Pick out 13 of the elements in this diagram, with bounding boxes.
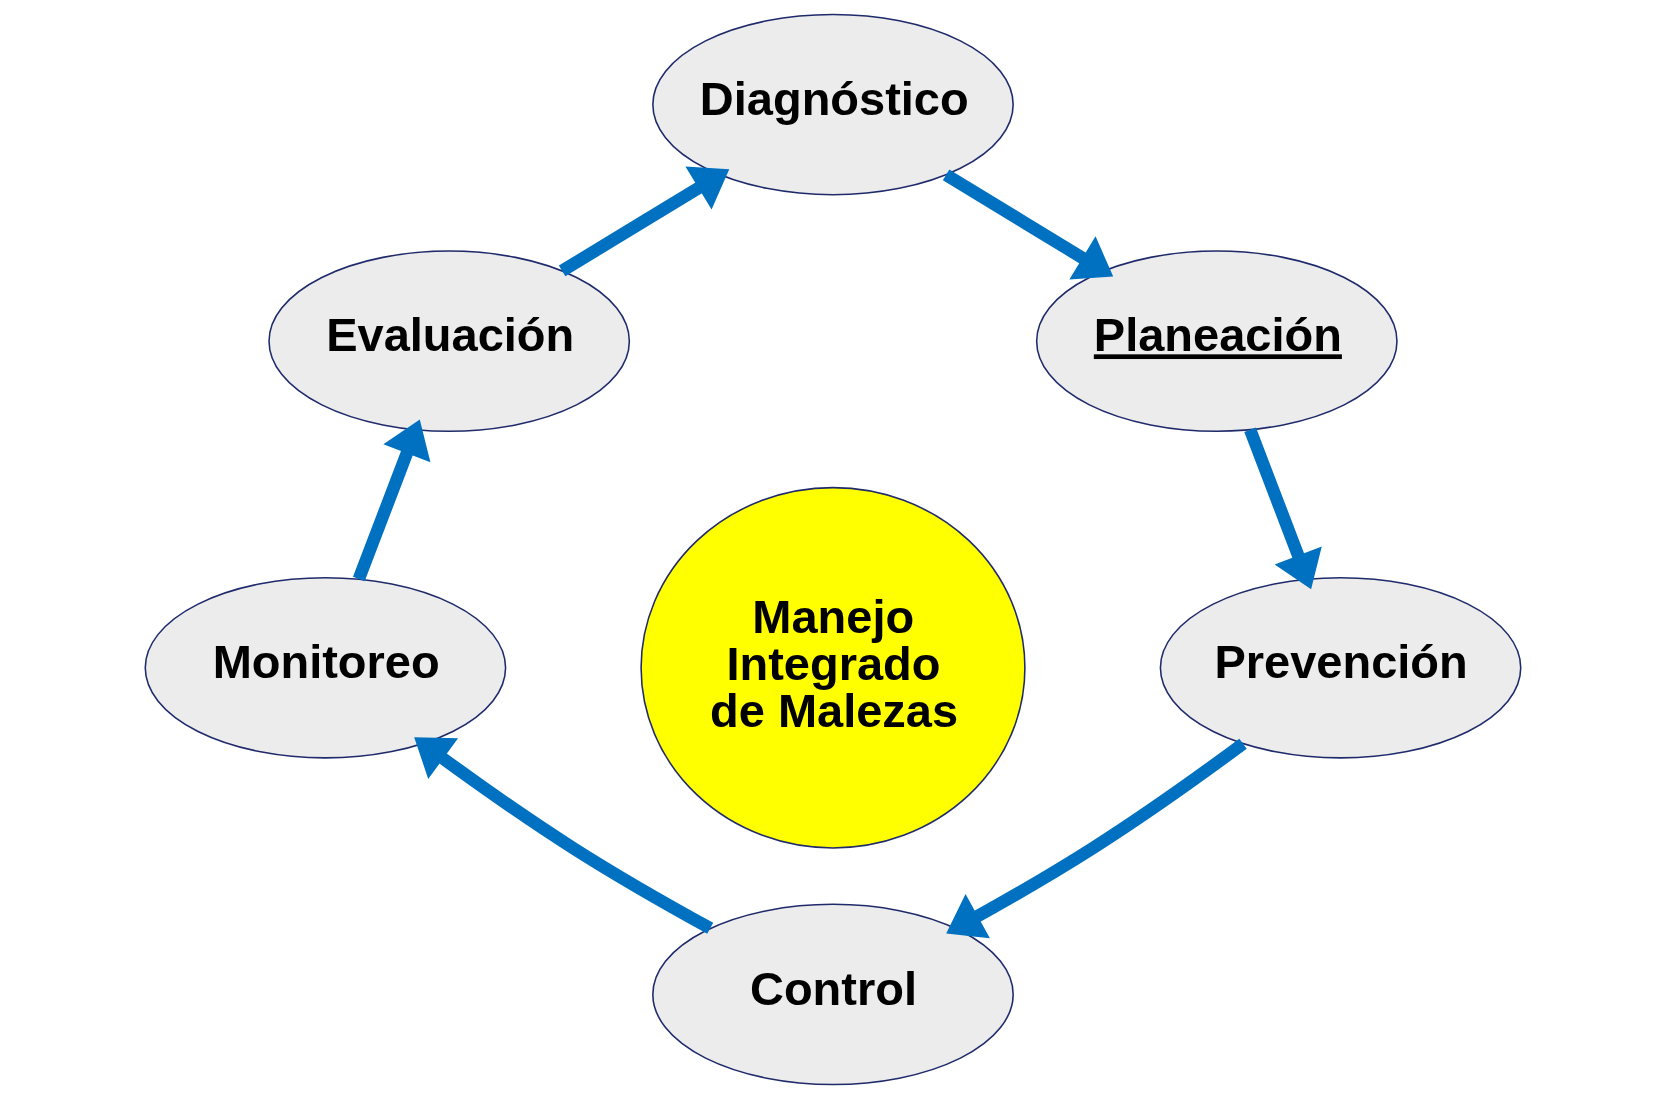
node-circle: Manejo Integrado de Malezas	[639, 486, 1026, 849]
arrow	[1243, 427, 1322, 590]
arrow	[413, 737, 713, 934]
arrow	[352, 419, 430, 582]
node-ellipse: Diagnóstico	[651, 13, 1014, 196]
node-ellipse: Control	[651, 903, 1014, 1086]
node-ellipse: Monitoreo	[144, 576, 506, 759]
node-ellipse: Evaluación	[267, 250, 630, 432]
arrow	[558, 166, 729, 277]
arrow	[942, 169, 1113, 280]
node-ellipse: Planeación	[1035, 250, 1398, 432]
node-ellipse: Prevención	[1159, 576, 1521, 759]
arrow	[945, 738, 1247, 939]
